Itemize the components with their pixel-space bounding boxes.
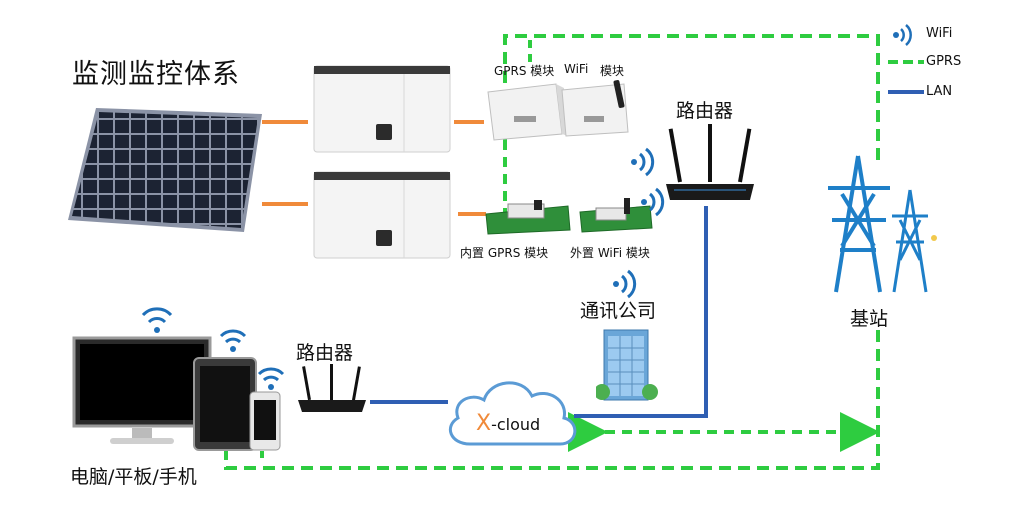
cloud-label: X-cloud (476, 411, 540, 436)
router-bottom-label: 路由器 (296, 342, 354, 364)
communication-modules-bottom (485, 198, 653, 235)
telecom-building-icon (596, 329, 658, 401)
legend-lan-label: LAN (926, 84, 953, 99)
page-title: 监测监控体系 (72, 59, 240, 90)
inner-gprs-module-label: 内置 GPRS 模块 (460, 246, 549, 260)
gprs-line-top (503, 34, 880, 160)
lan-solid-line-icon (888, 90, 924, 94)
telecom-label: 通讯公司 (580, 300, 657, 322)
gprs-module-label: GPRS 模块 (494, 64, 555, 78)
gprs-dashed-line-icon (888, 60, 924, 64)
cloud-label-rest: -cloud (491, 415, 541, 434)
wifi-icon (219, 329, 247, 352)
legend-wifi-label: WiFi (926, 26, 953, 41)
legend: WiFi GPRS LAN (886, 20, 1010, 108)
wifi-icon (641, 187, 665, 217)
external-wifi-module-label: 外置 WiFi 模块 (570, 246, 650, 260)
wifi-icon (613, 269, 637, 299)
wifi-module-label: WiFi (564, 62, 589, 76)
cloud-label-x: X (476, 411, 492, 436)
communication-modules-top (487, 80, 629, 141)
base-station-tower-icon (828, 155, 937, 293)
wifi-icon (631, 147, 655, 177)
wifi-icon (141, 307, 173, 333)
wifi-icon (893, 24, 912, 46)
legend-gprs-label: GPRS (926, 54, 962, 69)
base-station-label: 基站 (850, 308, 889, 330)
devices-label: 电脑/平板/手机 (70, 466, 197, 488)
devices-group (72, 336, 281, 451)
wifi-icon (257, 367, 285, 390)
lan-line-router-cloud (574, 206, 708, 418)
inverter-2 (313, 171, 451, 259)
router-top-label: 路由器 (676, 100, 734, 122)
wifi-module-label-suffix: 模块 (600, 64, 625, 78)
inverter-1 (313, 65, 451, 153)
x-cloud-icon (448, 381, 577, 446)
solar-panel (68, 108, 262, 232)
router-bottom (298, 364, 366, 412)
router-top (666, 124, 754, 200)
